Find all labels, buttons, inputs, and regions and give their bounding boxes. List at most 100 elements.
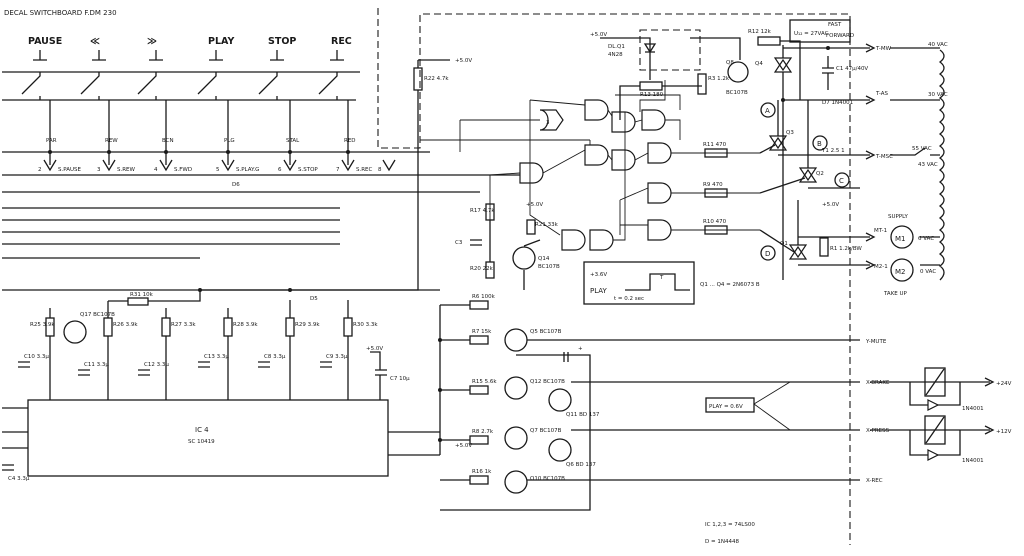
switchboard-border [377,8,851,545]
svg-text:6: 6 [278,167,282,173]
svg-text:A: A [765,107,770,115]
lower-left-network: R31 10k R25 3.9k R26 3.9k R27 3.3k R28 3… [2,289,440,482]
play-level-note: PLAY = 0.6V [705,381,791,431]
pin-stal: STAL [286,138,300,144]
svg-text:5: 5 [216,167,220,173]
nand-gates: 3 [420,80,760,258]
svg-text:C10 3.3µ: C10 3.3µ [24,354,49,360]
svg-text:+5.0V: +5.0V [366,346,383,352]
svg-text:R13 180: R13 180 [640,92,664,98]
svg-text:3: 3 [546,120,550,126]
svg-text:R16 1k: R16 1k [472,469,492,475]
svg-text:8: 8 [378,167,382,173]
pin-rew: REW [105,138,118,144]
motor-m2-caption: TAKE UP [883,291,908,297]
svg-text:R25 3.9k: R25 3.9k [30,322,55,328]
button-label-forward: ≫ [147,36,157,47]
svg-text:Q5 BC107B: Q5 BC107B [530,329,562,335]
svg-text:C1 47µ/40V: C1 47µ/40V [836,66,868,72]
out-x-press: X-PRESS [866,428,890,434]
svg-text:C12 3.3µ: C12 3.3µ [144,362,169,368]
svg-text:BC107B: BC107B [538,264,560,270]
svg-text:Q4: Q4 [755,61,763,67]
svg-text:6 VAC: 6 VAC [918,236,934,242]
svg-text:t = 0.2 sec: t = 0.2 sec [614,296,644,302]
svg-text:D5: D5 [310,296,318,302]
out-x-brake: X-BRAKE [866,380,890,386]
svg-text:4N28: 4N28 [608,52,623,58]
bus-s-rec: S.REC [356,167,373,173]
ic-note: IC 1,2,3 = 74LS00 [705,522,755,528]
driver-transistors: D5 R6 100k R7 15k R15 5.6k R8 2.7k R16 1… [310,294,850,511]
svg-text:40 VAC: 40 VAC [928,42,948,48]
svg-text:B: B [817,140,822,148]
svg-text:55 VAC: 55 VAC [912,146,932,152]
svg-text:R12 12k: R12 12k [748,29,772,35]
motor-m1 [890,225,914,249]
svg-text:M2: M2 [895,268,906,276]
svg-text:30 VAC: 30 VAC [928,92,948,98]
out-mt1: MT-1 [874,228,887,234]
svg-text:Q11 BD 137: Q11 BD 137 [566,412,600,418]
svg-text:2: 2 [38,167,42,173]
svg-text:+: + [578,346,583,352]
button-label-rec: REC [331,36,352,47]
ic4-label: IC 4 [195,426,209,434]
out-t-as: T-AS [875,91,888,97]
pin-bcn: BCN [162,138,174,144]
diode-note: D = 1N4448 [705,539,739,545]
svg-text:Q7 BC107B: Q7 BC107B [530,428,562,434]
svg-text:Q8: Q8 [726,60,734,66]
svg-text:R8 2.7k: R8 2.7k [472,429,494,435]
q14-section: +5.0V R17 4.7k R21 33k R20 22k Q14 BC107… [455,202,560,290]
triac-note: Q1 ... Q4 = 2N6073 B [700,282,760,288]
button-label-pause: PAUSE [28,36,62,47]
bus-s-rew: S.REW [117,167,136,173]
svg-text:R3 1.2k: R3 1.2k [708,76,730,82]
svg-text:M1: M1 [895,235,906,243]
bottom-notes: IC 1,2,3 = 74LS00 D = 1N4448 [705,522,755,545]
motor-m2 [890,258,914,282]
diagram-title: DECAL SWITCHBOARD F.DM 230 [4,9,117,17]
svg-text:C8 3.3µ: C8 3.3µ [264,354,286,360]
svg-text:Q2: Q2 [816,171,824,177]
relay-coils: 1N4001 1N4001 +24V +12V [870,367,1012,464]
out-t-mw: T-MW [875,46,892,52]
svg-text:Q17 BC107B: Q17 BC107B [80,312,115,318]
play-pulse-note: +3.6V PLAY t = 0.2 sec T [583,261,695,305]
svg-text:+3.6V: +3.6V [590,272,607,278]
button-label-rewind: ≪ [90,36,100,47]
svg-text:FAST: FAST [828,22,842,28]
svg-text:C9 3.3µ: C9 3.3µ [326,354,348,360]
optocoupler-section: DL.Q1 4N28 +5.0V Q8 BC107B R12 12k R13 1… [590,29,801,120]
svg-text:+5.0V: +5.0V [590,32,607,38]
bus-s-fwd: S.FWD [174,167,192,173]
svg-text:C7 10µ: C7 10µ [390,376,410,382]
spec-box: U₁₂ = 27VAC FAST FORWARD [789,19,854,43]
svg-text:1N4001: 1N4001 [962,458,984,464]
svg-text:Q14: Q14 [538,256,550,262]
svg-text:+12V: +12V [996,429,1012,435]
push-buttons: PAUSE ≪ ≫ PLAY STOP REC PAR REW BCN PLG … [2,36,360,165]
svg-text:R17 4.7k: R17 4.7k [470,208,495,214]
svg-text:R10 470: R10 470 [703,219,727,225]
pin-par: PAR [46,138,57,144]
svg-text:FORWARD: FORWARD [826,33,854,39]
svg-text:R7 15k: R7 15k [472,329,492,335]
motors: M1 SUPPLY M2 TAKE UP [883,214,914,297]
svg-text:R28 3.9k: R28 3.9k [233,322,258,328]
circle-markers: A B C D [760,102,850,261]
svg-text:Q6 BD 137: Q6 BD 137 [566,462,596,468]
bus-s-play: S.PLAY.G [236,167,259,173]
bus-s-stop: S.STOP [298,167,318,173]
output-terminals: T-MW T-AS T-MSC MT-1 M2-1 Y-MUTE X-BRAKE… [850,42,948,484]
svg-text:Q1: Q1 [780,241,788,247]
svg-text:R21 33k: R21 33k [535,222,559,228]
svg-text:U₁₂ = 27VAC: U₁₂ = 27VAC [794,31,829,37]
svg-text:R26 3.9k: R26 3.9k [113,322,138,328]
svg-text:R11 470: R11 470 [703,142,727,148]
svg-text:D6: D6 [232,182,240,188]
svg-text:+5.0V: +5.0V [822,202,839,208]
out-x-rec: X-REC [866,478,883,484]
